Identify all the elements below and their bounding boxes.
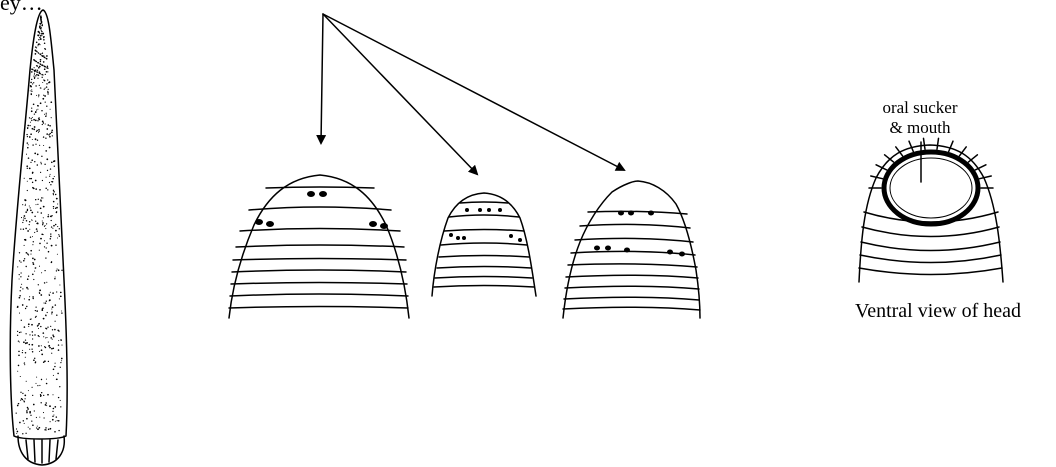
head-2-outline xyxy=(431,192,537,297)
head-3-eyes xyxy=(594,210,685,257)
head-3-outline xyxy=(562,180,701,319)
top-partial-label: ey… xyxy=(0,0,43,15)
ventral-head-rim-marks xyxy=(868,137,994,189)
ventral-view-caption: Ventral view of head xyxy=(854,300,1022,322)
leech-body-figure xyxy=(9,9,68,466)
ventral-head-figure xyxy=(858,137,1004,283)
oral-sucker-label-line-2: & mouth xyxy=(889,118,951,137)
head-eye-pattern-2 xyxy=(431,192,537,297)
oral-sucker-label-line-1: oral sucker xyxy=(882,98,958,117)
oral-sucker-inner-rim xyxy=(889,157,973,219)
head-1-annuli xyxy=(228,186,409,309)
pointer-arrows xyxy=(316,13,626,176)
oral-sucker-label: oral sucker & mouth xyxy=(850,98,990,138)
head-eye-pattern-1 xyxy=(228,174,410,319)
head-2-eyes xyxy=(449,208,522,242)
leech-body-outline xyxy=(9,9,68,440)
head-eye-pattern-3 xyxy=(562,180,701,319)
arrow-to-head-1 xyxy=(316,13,327,145)
arrow-to-head-2 xyxy=(322,13,479,176)
posterior-sucker-lines xyxy=(25,439,59,464)
ventral-head-outline xyxy=(858,144,1004,283)
leech-body-speckles xyxy=(15,15,63,435)
head-2-annuli xyxy=(433,201,535,288)
posterior-sucker xyxy=(17,435,66,466)
head-1-outline xyxy=(228,174,410,319)
head-1-eyes xyxy=(255,191,388,229)
arrow-to-head-3 xyxy=(322,13,626,171)
ventral-head-annuli xyxy=(858,211,1003,276)
head-3-annuli xyxy=(562,210,701,311)
oral-sucker xyxy=(881,149,981,227)
